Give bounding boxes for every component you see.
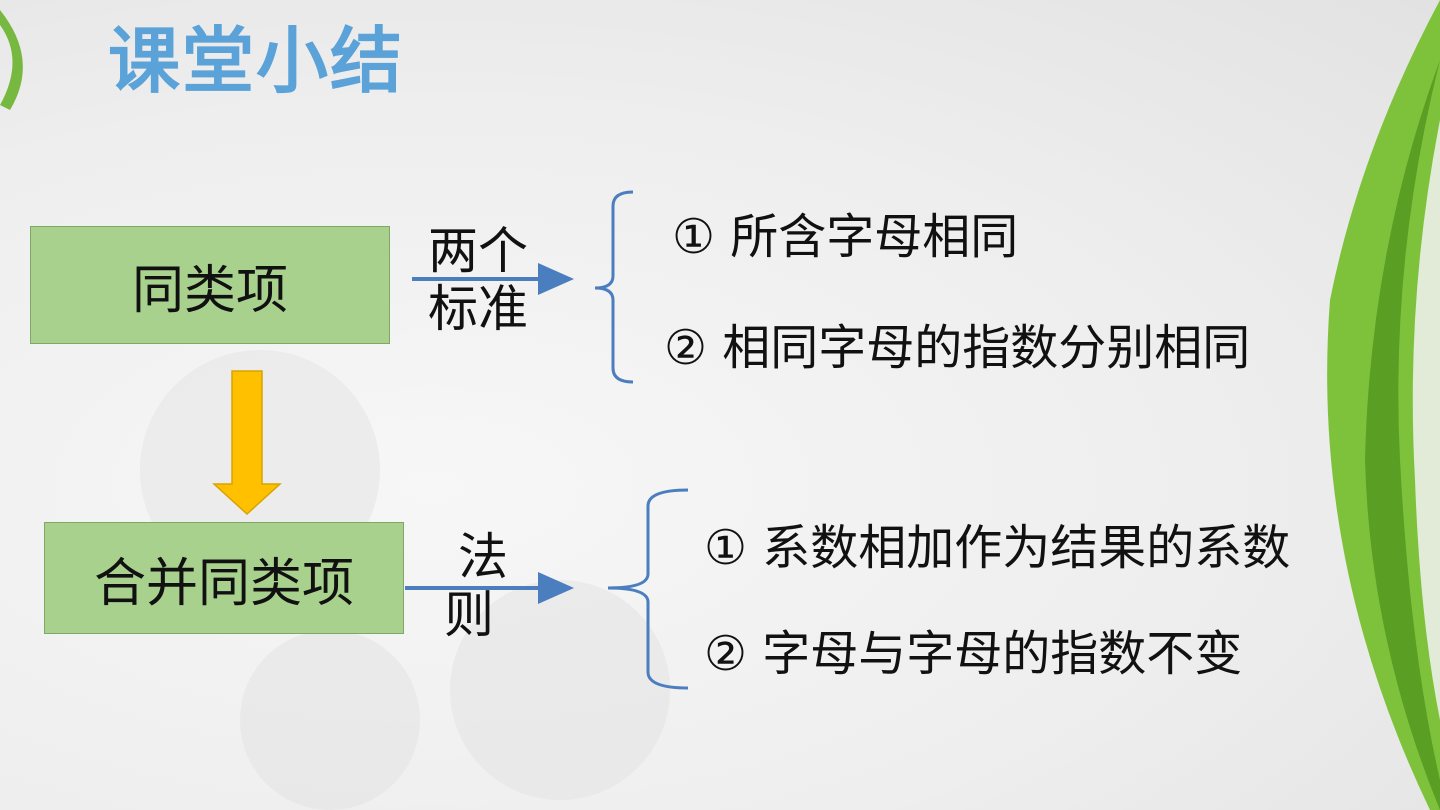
arrow-down (212, 370, 282, 516)
criterion-1: ① 所含字母相同 (672, 209, 1019, 265)
bracket-top (594, 190, 634, 384)
box-similar-terms-label: 同类项 (131, 260, 288, 321)
label-two-criteria-line1: 两个 (428, 222, 528, 280)
box-similar-terms: 同类项 (30, 226, 390, 344)
page-title: 课堂小结 (108, 19, 405, 103)
bracket-bottom (607, 488, 689, 690)
rule-2: ② 字母与字母的指数不变 (704, 626, 1243, 682)
box-combine-label: 合并同类项 (93, 553, 354, 614)
label-rule-line2: 则 (444, 586, 494, 644)
criterion-2: ② 相同字母的指数分别相同 (664, 320, 1251, 376)
label-two-criteria-line2: 标准 (428, 280, 528, 338)
label-two-criteria: 两个 标准 (428, 222, 528, 338)
label-rule: 法 则 (444, 528, 508, 644)
rule-1: ① 系数相加作为结果的系数 (704, 520, 1291, 576)
box-combine-similar-terms: 合并同类项 (44, 522, 404, 634)
label-rule-line1: 法 (458, 528, 508, 586)
